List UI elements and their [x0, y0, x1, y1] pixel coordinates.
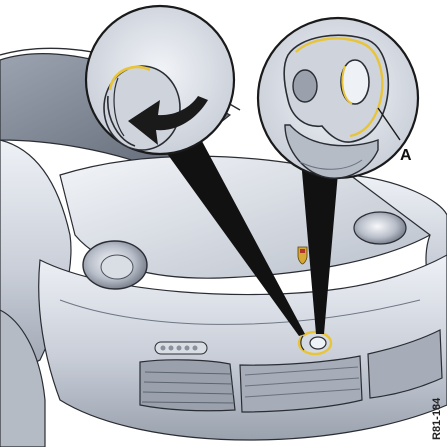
figure-reference-code: R81-184 [431, 397, 443, 440]
callout-label-a: A [400, 147, 412, 164]
detail-circle-cover-removed [258, 18, 418, 178]
right-headlight [354, 212, 406, 244]
towing-eye-cover-location [299, 332, 331, 354]
towing-eye-socket [293, 70, 317, 102]
hood-crest-badge [298, 247, 307, 264]
left-headlight-inner [101, 255, 133, 279]
detail-circle-rotate-cover [86, 6, 234, 154]
